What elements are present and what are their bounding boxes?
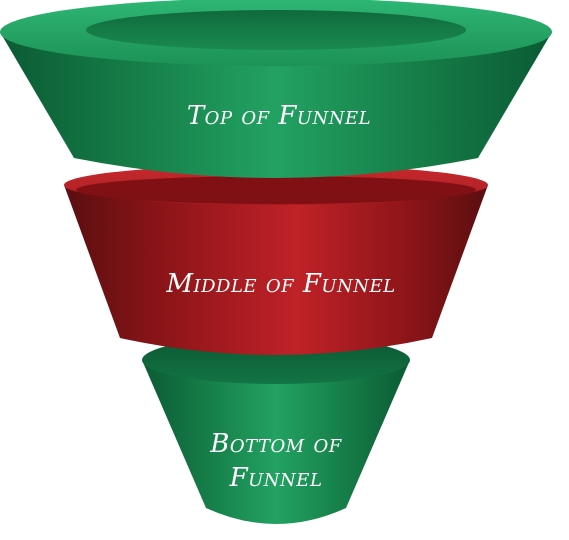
stage-label-middle: Middle of Funnel <box>165 269 395 299</box>
segment-body <box>64 185 488 355</box>
segment-body <box>142 360 410 524</box>
segment-opening <box>86 10 466 50</box>
stage-label-bottom-line2: Funnel <box>229 463 323 493</box>
segment-body <box>0 32 552 178</box>
funnel-segment-middle <box>64 165 488 355</box>
segment-rim-inner <box>76 176 476 204</box>
stage-label-top: Top of Funnel <box>187 101 371 131</box>
funnel-segment-top <box>0 0 552 178</box>
stage-label-bottom-line1: Bottom of <box>209 429 342 459</box>
